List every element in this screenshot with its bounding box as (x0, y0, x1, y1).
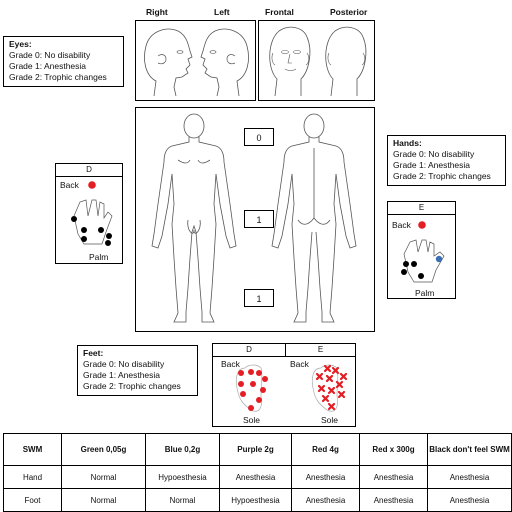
eyes-legend-title: Eyes: (9, 39, 32, 49)
hand-d-dot-6 (105, 240, 111, 246)
foot-d-dot-10 (248, 405, 254, 411)
hand-d-dot-2 (81, 227, 87, 233)
foot-e-crosses (315, 364, 348, 411)
swm-cell: Hypoesthesia (145, 465, 220, 489)
hand-d-back-label: Back (60, 180, 79, 190)
swm-header-cell: Red 4g (291, 433, 360, 466)
feet-grade-1: Grade 1: Anesthesia (83, 370, 161, 380)
hand-d-dot-3 (81, 236, 87, 242)
hands-grade-2: Grade 2: Trophic changes (393, 171, 491, 181)
body-chart-box: 0 1 1 (135, 107, 375, 332)
label-posterior: Posterior (330, 7, 368, 17)
swm-cell: Hand (3, 465, 62, 489)
swm-cell: Normal (61, 488, 146, 512)
hand-e-palm-label: Palm (415, 288, 435, 298)
label-left: Left (214, 7, 230, 17)
label-right: Right (146, 7, 168, 17)
swm-header-cell: Black don't feel SWM (427, 433, 512, 466)
feet-legend: Feet: Grade 0: No disability Grade 1: An… (77, 345, 198, 396)
foot-d-sole-label: Sole (243, 415, 261, 425)
swm-header-cell: Purple 2g (219, 433, 292, 466)
swm-cell: Normal (145, 488, 220, 512)
feet-legend-title: Feet: (83, 348, 104, 358)
hand-e-back-dot (418, 221, 426, 229)
foot-d-dot-2 (248, 369, 254, 375)
foot-d-dot-8 (240, 391, 246, 397)
foot-e-back-label: Back (290, 359, 309, 369)
hand-d-dot-5 (106, 233, 112, 239)
swm-cell: Anesthesia (291, 488, 360, 512)
hand-d-palm-label: Palm (89, 252, 109, 262)
hand-e-tag: E (388, 202, 455, 215)
swm-header-cell: Blue 0,2g (145, 433, 220, 466)
swm-cell: Anesthesia (291, 465, 360, 489)
feet-grade-0: Grade 0: No disability (83, 359, 165, 369)
swm-table: SWM Green 0,05g Blue 0,2g Purple 2g Red … (3, 433, 512, 512)
hand-d-tag: D (56, 164, 122, 177)
feet-grade-value: 1 (244, 289, 274, 307)
swm-header-cell: Red x 300g (359, 433, 428, 466)
eyes-legend: Eyes: Grade 0: No disability Grade 1: An… (3, 36, 124, 87)
face-front-back-box (258, 20, 375, 101)
face-side-drawing (144, 28, 249, 97)
hand-e-dot-3 (411, 261, 417, 267)
hands-grade-0: Grade 0: No disability (393, 149, 475, 159)
foot-d-dot-9 (256, 397, 262, 403)
table-row: Foot Normal Normal Hypoesthesia Anesthes… (3, 488, 512, 512)
hand-d-dot-4 (98, 227, 104, 233)
swm-cell: Anesthesia (427, 488, 512, 512)
table-row: Hand Normal Hypoesthesia Anesthesia Anes… (3, 465, 512, 489)
foot-d-tag: D (213, 344, 286, 357)
foot-d-dot-3 (256, 370, 262, 376)
swm-cell: Anesthesia (219, 465, 292, 489)
label-frontal: Frontal (265, 7, 294, 17)
hand-e-dot-4 (418, 273, 424, 279)
feet-grade-2: Grade 2: Trophic changes (83, 381, 181, 391)
foot-d-dot-4 (262, 376, 268, 382)
eyes-grade-value: 0 (244, 128, 274, 146)
feet-panel: D E Back Back (212, 343, 356, 427)
swm-header-cell: SWM (3, 433, 62, 466)
foot-d-back-label: Back (221, 359, 240, 369)
foot-d-dot-1 (238, 370, 244, 376)
swm-cell: Anesthesia (359, 465, 428, 489)
face-front-back-drawing (269, 26, 367, 97)
swm-cell: Normal (61, 465, 146, 489)
hands-legend-title: Hands: (393, 138, 422, 148)
hand-e-dot-2 (401, 269, 407, 275)
eyes-grade-0: Grade 0: No disability (9, 50, 91, 60)
swm-cell: Anesthesia (359, 488, 428, 512)
hands-legend: Hands: Grade 0: No disability Grade 1: A… (387, 135, 506, 186)
swm-cell: Anesthesia (427, 465, 512, 489)
hand-e-blue-dot (435, 255, 443, 263)
feet-drawing (235, 364, 348, 412)
hand-d-dot-1 (71, 216, 77, 222)
hand-e-panel: E Back Palm (387, 201, 456, 299)
swm-cell: Foot (3, 488, 62, 512)
hand-d-back-dot (88, 181, 96, 189)
foot-e-sole-label: Sole (321, 415, 339, 425)
hand-d-panel: D Back Palm (55, 163, 123, 264)
hand-e-back-label: Back (392, 220, 411, 230)
hands-grade-value: 1 (244, 210, 274, 228)
eyes-grade-2: Grade 2: Trophic changes (9, 72, 107, 82)
hand-d-drawing (71, 181, 113, 246)
swm-header-row: SWM Green 0,05g Blue 0,2g Purple 2g Red … (3, 433, 512, 466)
swm-cell: Hypoesthesia (219, 488, 292, 512)
body-figures (151, 113, 357, 323)
foot-e-tag: E (285, 344, 356, 357)
foot-d-dot-6 (250, 381, 256, 387)
eyes-grade-1: Grade 1: Anesthesia (9, 61, 87, 71)
swm-header-cell: Green 0,05g (61, 433, 146, 466)
foot-d-dot-7 (260, 387, 266, 393)
foot-d-dot-5 (238, 381, 244, 387)
hand-e-drawing (401, 221, 445, 283)
hands-grade-1: Grade 1: Anesthesia (393, 160, 471, 170)
face-side-box (135, 20, 256, 101)
hand-e-dot-1 (403, 261, 409, 267)
